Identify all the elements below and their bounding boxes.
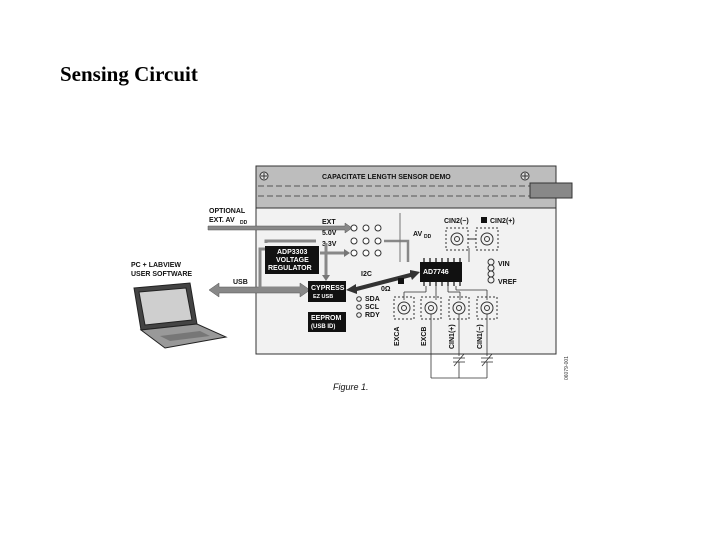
laptop-icon xyxy=(133,282,228,349)
cypress-line2: EZ USB xyxy=(313,294,333,300)
figure-caption: Figure 1. xyxy=(333,382,369,392)
eeprom-block xyxy=(308,312,346,332)
v5-label: 5.0V xyxy=(322,230,337,237)
board-header xyxy=(255,165,557,209)
ad7746-chip xyxy=(420,262,462,282)
ext-avdd-label: EXT. AV xyxy=(209,217,235,224)
test-point-icon xyxy=(356,296,362,318)
screw-icon xyxy=(259,171,269,181)
rail-avdd xyxy=(384,239,410,262)
chip-label: AD7746 xyxy=(423,269,449,276)
vin-label: VIN xyxy=(498,261,510,268)
arrow-right-icon xyxy=(344,249,350,257)
regulator-line3: REGULATOR xyxy=(268,265,312,272)
avdd-sub: DD xyxy=(424,234,432,240)
eeprom-line1: EEPROM xyxy=(311,315,342,322)
pc-label-line1: PC + LABVIEW xyxy=(131,262,181,269)
figure-code: 06079-001 xyxy=(564,356,570,380)
conn-label-cin1-minus: CIN1(−) xyxy=(477,324,484,349)
sensor-rod xyxy=(529,182,573,199)
ext-label: EXT xyxy=(322,219,336,226)
ext-avdd-sub: DD xyxy=(240,220,248,226)
optional-label: OPTIONAL xyxy=(209,208,246,215)
scl-label: SCL xyxy=(365,304,380,311)
ext-avdd-arrow xyxy=(207,222,353,234)
cypress-block xyxy=(308,281,346,302)
cin2-minus-label: CIN2(−) xyxy=(444,218,469,225)
conn-label-exca: EXCA xyxy=(394,327,401,346)
rail-5v xyxy=(264,239,316,243)
cypress-line1: CYPRESS xyxy=(311,285,345,292)
chip-pins xyxy=(423,258,461,286)
connector-wires xyxy=(403,248,488,300)
vref-label: VREF xyxy=(498,279,517,286)
eeprom-line2: (USB ID) xyxy=(311,324,335,330)
resistor-pad xyxy=(398,278,404,284)
slide-title: Sensing Circuit xyxy=(60,62,198,86)
rdy-label: RDY xyxy=(365,312,380,319)
avdd-label: AV xyxy=(413,231,423,238)
i2c-label: I2C xyxy=(361,271,372,278)
i2c-arrow xyxy=(346,270,420,294)
screw-icon xyxy=(520,171,530,181)
board-title: CAPACITATE LENGTH SENSOR DEMO xyxy=(322,174,451,181)
zero-ohm-label: 0Ω xyxy=(381,286,391,293)
regulator-line1: ADP3303 xyxy=(277,249,307,256)
regulator-line2: VOLTAGE xyxy=(276,257,309,264)
arrow-down-icon xyxy=(322,275,330,281)
pc-label-line2: USER SOFTWARE xyxy=(131,271,192,278)
jumper-pins xyxy=(350,224,382,257)
regulator-block xyxy=(265,246,319,274)
usb-label: USB xyxy=(233,279,248,286)
cin2-pad xyxy=(481,217,487,223)
external-capacitors xyxy=(430,314,493,379)
cin2-plus-label: CIN2(+) xyxy=(490,218,515,225)
coil-icon xyxy=(487,258,495,284)
conn-label-cin1-plus: CIN1(+) xyxy=(449,324,456,349)
v33-label: 3.3V xyxy=(322,241,337,248)
conn-label-excb: EXCB xyxy=(421,327,428,346)
sda-label: SDA xyxy=(365,296,380,303)
